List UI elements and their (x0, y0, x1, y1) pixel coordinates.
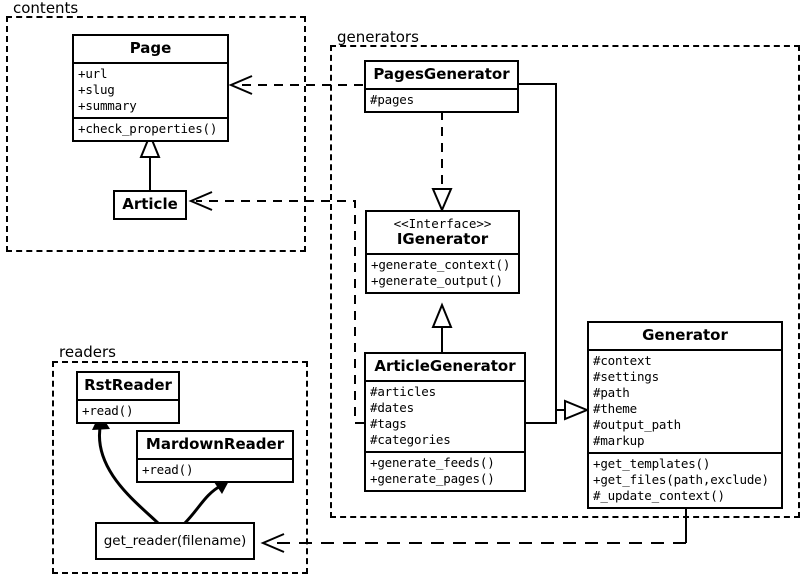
package-readers-label: readers (56, 345, 119, 360)
class-pagesgenerator-attributes: #pages (366, 88, 517, 111)
class-generator-attributes: #context #settings #path #theme #output_… (589, 349, 781, 452)
attribute: #markup (593, 433, 645, 449)
class-page-methods: +check_properties() (74, 117, 227, 140)
edge-articlegenerator-to-igenerator (431, 302, 453, 355)
class-generator-title: Generator (642, 326, 728, 344)
class-page-attributes: +url +slug +summary (74, 62, 227, 117)
class-rstreader-methods: +read() (78, 399, 178, 422)
method: +read() (142, 462, 194, 478)
class-mardownreader[interactable]: MardownReader +read() (136, 430, 294, 484)
class-articlegenerator-attributes: #articles #dates #tags #categories (366, 380, 524, 451)
edge-article-to-page (139, 132, 161, 190)
function-get-reader-label: get_reader(filename) (103, 533, 247, 549)
package-contents (6, 16, 306, 252)
class-igenerator-stereotype: <<Interface>> (393, 216, 492, 231)
attribute: #path (593, 385, 630, 401)
method: +check_properties() (78, 121, 218, 137)
class-igenerator-name: IGenerator (396, 230, 489, 248)
attribute: #output_path (593, 417, 681, 433)
class-mardownreader-methods: +read() (138, 458, 292, 481)
attribute: +url (78, 66, 108, 82)
edge-pagesgenerator-to-page (228, 75, 363, 95)
class-articlegenerator-methods: +generate_feeds() +generate_pages() (366, 451, 524, 490)
class-mardownreader-title: MardownReader (145, 435, 285, 453)
class-igenerator-methods: +generate_context() +generate_output() (367, 253, 518, 292)
method: +generate_pages() (370, 471, 495, 487)
package-generators-border (330, 45, 800, 518)
function-get-reader[interactable]: get_reader(filename) (95, 522, 255, 560)
method: +read() (82, 403, 134, 419)
attribute: #categories (370, 432, 451, 448)
class-page[interactable]: Page +url +slug +summary +check_properti… (72, 34, 229, 143)
method: #_update_context() (593, 488, 725, 504)
attribute: #articles (370, 384, 436, 400)
method: +get_templates() (593, 456, 711, 472)
attribute: +slug (78, 82, 115, 98)
attribute: #theme (593, 401, 637, 417)
edge-pagesgenerator-to-generator (519, 83, 557, 410)
attribute: #context (593, 353, 652, 369)
attribute: +summary (78, 98, 137, 114)
edge-generator-to-getreader (260, 503, 687, 553)
class-generator[interactable]: Generator #context #settings #path #them… (587, 321, 783, 510)
package-generators-label: generators (334, 30, 422, 45)
class-igenerator-title: <<Interface>> IGenerator (367, 212, 518, 253)
method: +get_files(path,exclude) (593, 472, 769, 488)
attribute: #settings (593, 369, 659, 385)
attribute: #tags (370, 416, 407, 432)
package-generators (330, 45, 800, 518)
edge-getreader-to-mardownreader (182, 479, 230, 526)
edge-articlegenerator-to-article (188, 191, 364, 424)
class-article-title: Article (122, 195, 178, 213)
edge-articlegenerator-to-generator (526, 399, 590, 424)
method: +generate_context() (371, 257, 511, 273)
class-articlegenerator-title: ArticleGenerator (374, 357, 516, 375)
package-contents-border (6, 16, 306, 252)
attribute: #pages (370, 92, 414, 108)
method: +generate_output() (371, 273, 503, 289)
package-readers (52, 361, 308, 574)
class-pagesgenerator-title: PagesGenerator (373, 65, 510, 83)
class-rstreader[interactable]: RstReader +read() (76, 371, 180, 425)
edge-pagesgenerator-to-igenerator (431, 111, 453, 213)
method: +generate_feeds() (370, 455, 495, 471)
class-pagesgenerator[interactable]: PagesGenerator #pages (364, 60, 519, 114)
class-article[interactable]: Article (113, 190, 187, 221)
class-articlegenerator[interactable]: ArticleGenerator #articles #dates #tags … (364, 352, 526, 493)
class-rstreader-title: RstReader (84, 376, 172, 394)
class-generator-methods: +get_templates() +get_files(path,exclude… (589, 452, 781, 507)
class-page-title: Page (129, 39, 172, 57)
package-readers-border (52, 361, 308, 574)
package-contents-label: contents (10, 1, 82, 16)
attribute: #dates (370, 400, 414, 416)
class-igenerator[interactable]: <<Interface>> IGenerator +generate_conte… (365, 210, 520, 295)
